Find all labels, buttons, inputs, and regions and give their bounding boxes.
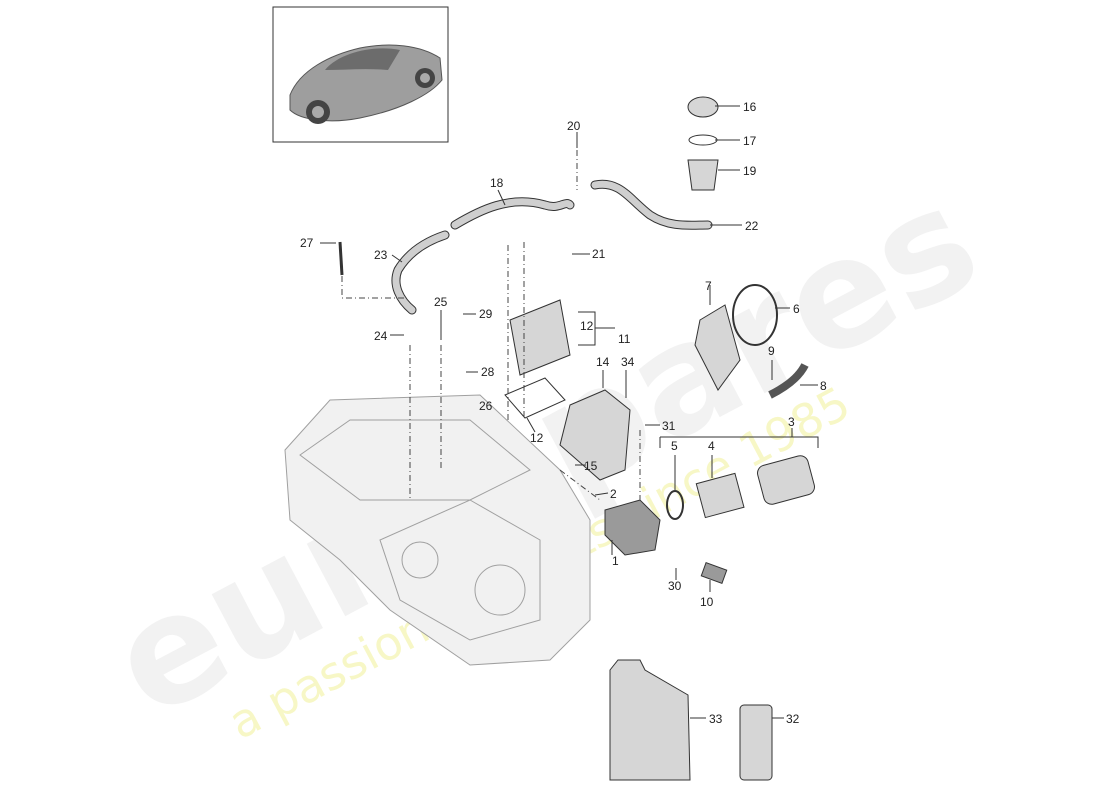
callout-34: 34 [621,355,635,369]
bolt-27 [338,241,344,276]
oil-bottle [739,704,773,781]
watermark-brand: eurospares [85,153,1004,752]
callout-18-19: 19 [743,164,757,178]
callout-1: 1 [612,554,619,568]
filler-neck [687,159,719,191]
callout-21: 21 [592,247,606,261]
o-ring-5 [666,490,684,520]
callout-25: 25 [434,295,448,309]
callout-30: 30 [668,579,682,593]
callout-18: 18 [490,176,504,190]
callout-12-bottom: 12 [530,431,544,445]
dash-lines [341,150,641,501]
callout-7: 7 [705,279,712,293]
filter-housing [757,455,815,505]
callout-16: 16 [743,100,757,114]
callout-8: 8 [820,379,827,393]
callout-10: 10 [700,595,714,609]
callout-22: 22 [745,219,759,233]
filter-element [695,472,745,519]
callout-17: 17 [743,134,757,148]
leader-lines [320,105,819,719]
gasket [504,377,566,419]
callout-5: 5 [671,439,678,453]
callout-27: 27 [300,236,314,250]
callouts: 1 2 3 4 5 6 7 8 9 10 11 12 12 14 15 16 1… [300,100,827,726]
callout-3: 3 [788,415,795,429]
parts [338,96,815,781]
watermark: eurospares a passion for parts since 198… [85,153,1004,752]
callout-29: 29 [479,307,493,321]
callout-32: 32 [786,712,800,726]
callout-6: 6 [793,302,800,316]
callout-12-top: 12 [580,319,594,333]
sensor-10 [700,562,728,584]
callout-15: 15 [584,459,598,473]
part-8 [768,363,809,399]
callout-4: 4 [708,439,715,453]
engine-block [284,394,591,666]
car-thumbnail [272,6,449,143]
callout-20: 20 [567,119,581,133]
callout-31: 31 [662,419,676,433]
callout-28: 28 [481,365,495,379]
callout-9: 9 [768,344,775,358]
part-7 [694,304,741,391]
oil-filter-housing [559,389,631,481]
callout-24: 24 [374,329,388,343]
callout-23: 23 [374,248,388,262]
oil-cooler [509,299,571,376]
oil-canister [609,659,691,781]
oil-filler-cap [687,96,719,118]
callout-26: 26 [479,399,493,413]
callout-33: 33 [709,712,723,726]
seal-ring [688,134,718,146]
callout-14: 14 [596,355,610,369]
callout-11: 11 [618,332,631,346]
gasket-6 [732,284,778,346]
callout-2: 2 [610,487,617,501]
